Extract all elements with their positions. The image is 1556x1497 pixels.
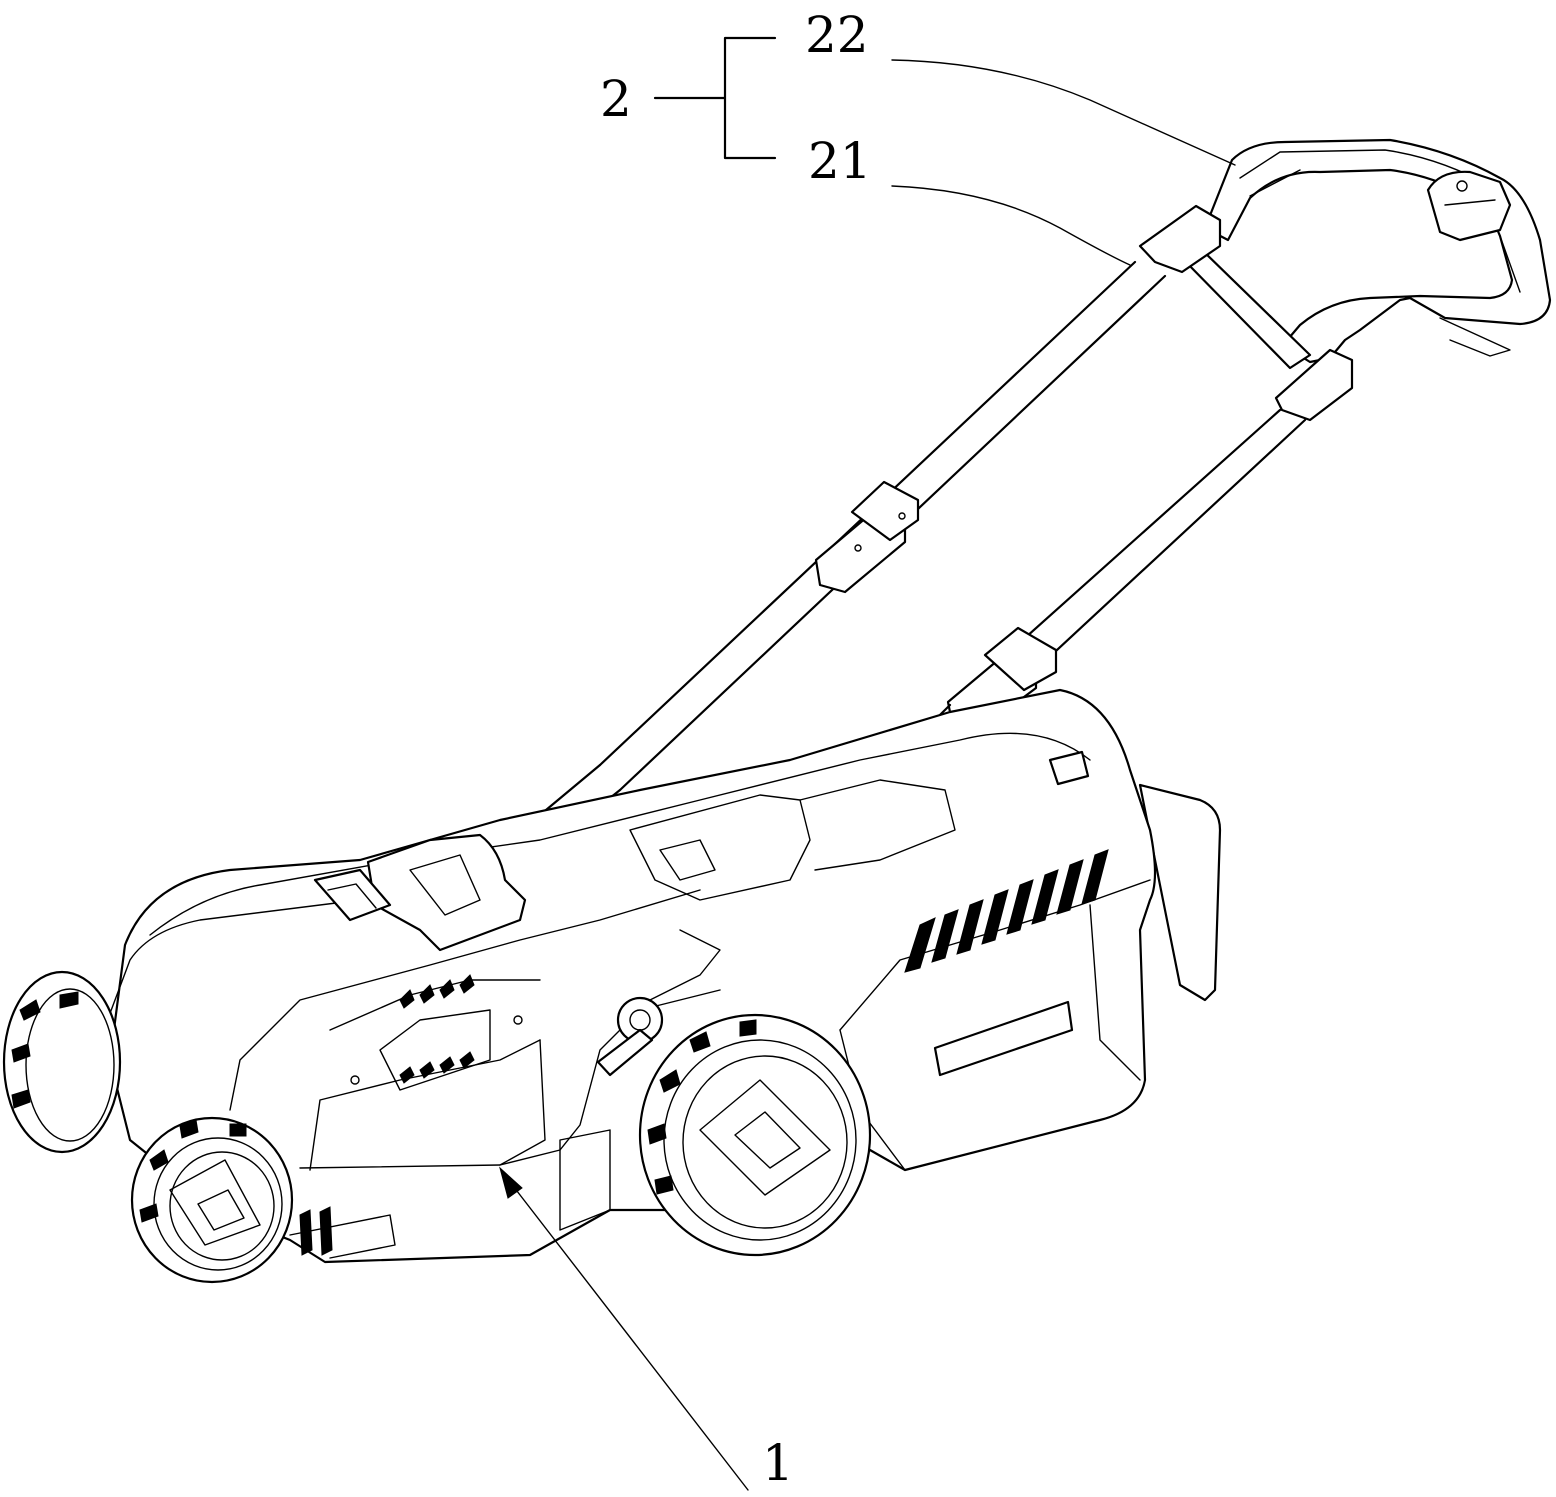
front-right-wheel bbox=[596, 996, 872, 1257]
front-left-wheel bbox=[130, 1116, 294, 1284]
leader-21 bbox=[891, 185, 1131, 266]
bracket-2 bbox=[653, 36, 777, 160]
arrowhead-1 bbox=[499, 1166, 523, 1199]
callouts: 2 22 21 1 bbox=[499, 6, 1236, 1492]
upper-handle bbox=[1180, 138, 1552, 370]
rear-left-wheel bbox=[2, 970, 122, 1154]
label-21: 21 bbox=[808, 132, 872, 190]
mower-body bbox=[99, 688, 1222, 1264]
front-grille bbox=[399, 974, 475, 1084]
leader-22 bbox=[891, 59, 1236, 166]
label-1: 1 bbox=[762, 1434, 794, 1492]
leader-1 bbox=[509, 1181, 749, 1491]
side-vents bbox=[904, 849, 1109, 973]
label-22: 22 bbox=[805, 6, 869, 64]
handle-assembly bbox=[508, 138, 1552, 947]
label-2: 2 bbox=[600, 70, 632, 128]
